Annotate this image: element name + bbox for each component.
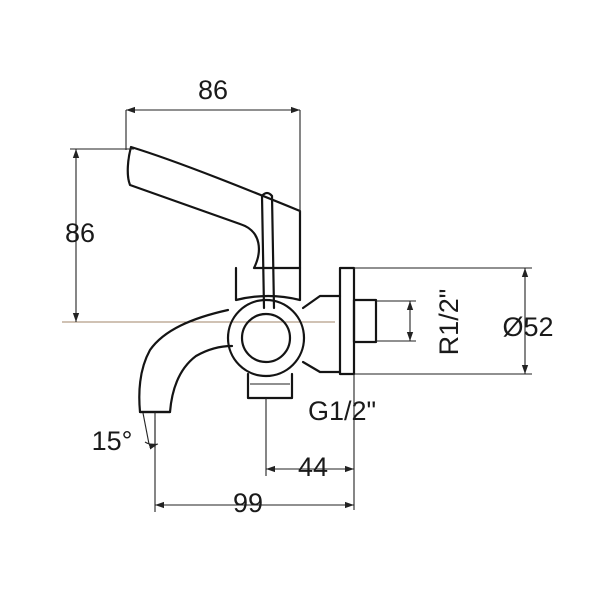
label-width-top: 86 [198, 75, 228, 105]
dim-flange-diameter [354, 267, 532, 375]
label-overall-length: 99 [233, 488, 263, 518]
spout [138, 308, 234, 414]
dim-inlet-thread [376, 300, 416, 342]
dim-spout-angle [142, 412, 159, 450]
label-outlet-offset: 44 [298, 452, 328, 482]
valve-housing [234, 266, 302, 302]
label-height-left: 86 [65, 218, 95, 248]
dim-width-top [125, 106, 301, 212]
valve-stem [260, 191, 276, 310]
label-flange-diameter: Ø52 [502, 312, 553, 342]
label-inlet-thread: R1/2" [434, 289, 464, 356]
label-outlet-thread: G1/2" [308, 396, 376, 426]
inlet-thread [352, 298, 378, 344]
inlet-neck [301, 294, 342, 374]
label-spout-angle: 15° [92, 426, 133, 456]
dim-height-left [70, 148, 134, 322]
valve-core [240, 312, 292, 364]
faucet-body [126, 145, 378, 414]
lower-outlet [246, 372, 294, 400]
dim-outlet-offset [265, 374, 355, 510]
valve-body-round [226, 298, 306, 378]
wall-flange [338, 266, 356, 376]
lever-handle [126, 145, 302, 270]
